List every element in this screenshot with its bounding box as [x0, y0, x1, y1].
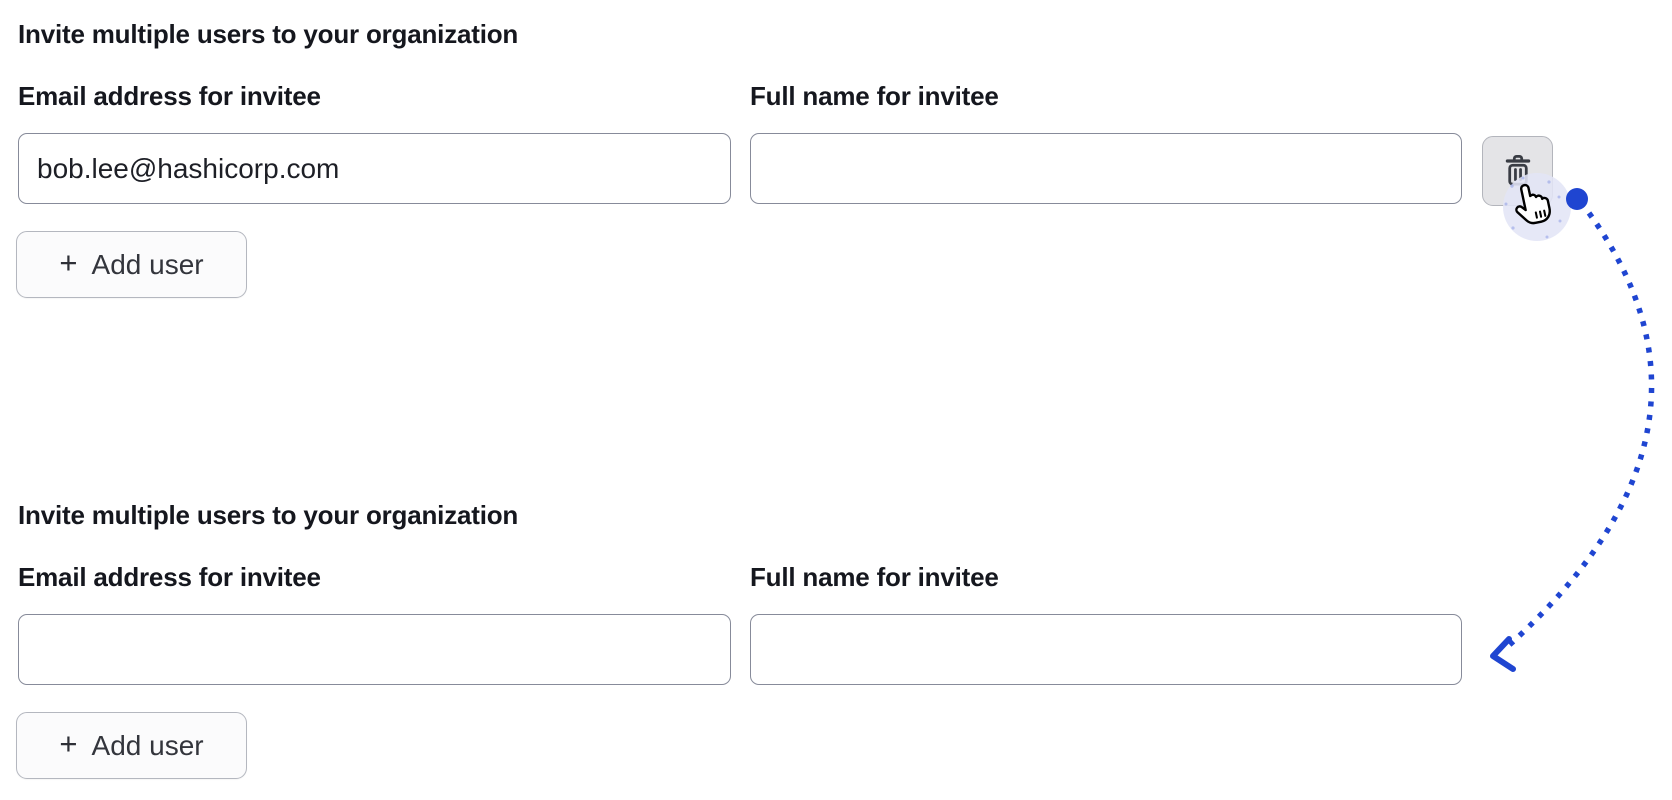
- add-user-button[interactable]: + Add user: [16, 712, 247, 779]
- name-input[interactable]: [750, 133, 1462, 204]
- trash-icon: [1505, 154, 1530, 186]
- email-input[interactable]: [18, 614, 731, 685]
- name-input[interactable]: [750, 614, 1462, 685]
- delete-row-button[interactable]: [1482, 136, 1553, 206]
- email-input[interactable]: [18, 133, 731, 204]
- invite-form-after: Invite multiple users to your organizati…: [0, 481, 1672, 800]
- add-user-label: Add user: [91, 729, 204, 761]
- invite-form-before: Invite multiple users to your organizati…: [0, 0, 1672, 380]
- plus-icon: +: [59, 245, 78, 280]
- form-heading: Invite multiple users to your organizati…: [18, 19, 519, 49]
- email-label: Email address for invitee: [18, 562, 321, 592]
- plus-icon: +: [59, 726, 78, 761]
- add-user-button[interactable]: + Add user: [16, 231, 247, 298]
- name-label: Full name for invitee: [750, 81, 999, 111]
- email-label: Email address for invitee: [18, 81, 321, 111]
- add-user-label: Add user: [91, 248, 204, 280]
- name-label: Full name for invitee: [750, 562, 999, 592]
- form-heading: Invite multiple users to your organizati…: [18, 500, 519, 530]
